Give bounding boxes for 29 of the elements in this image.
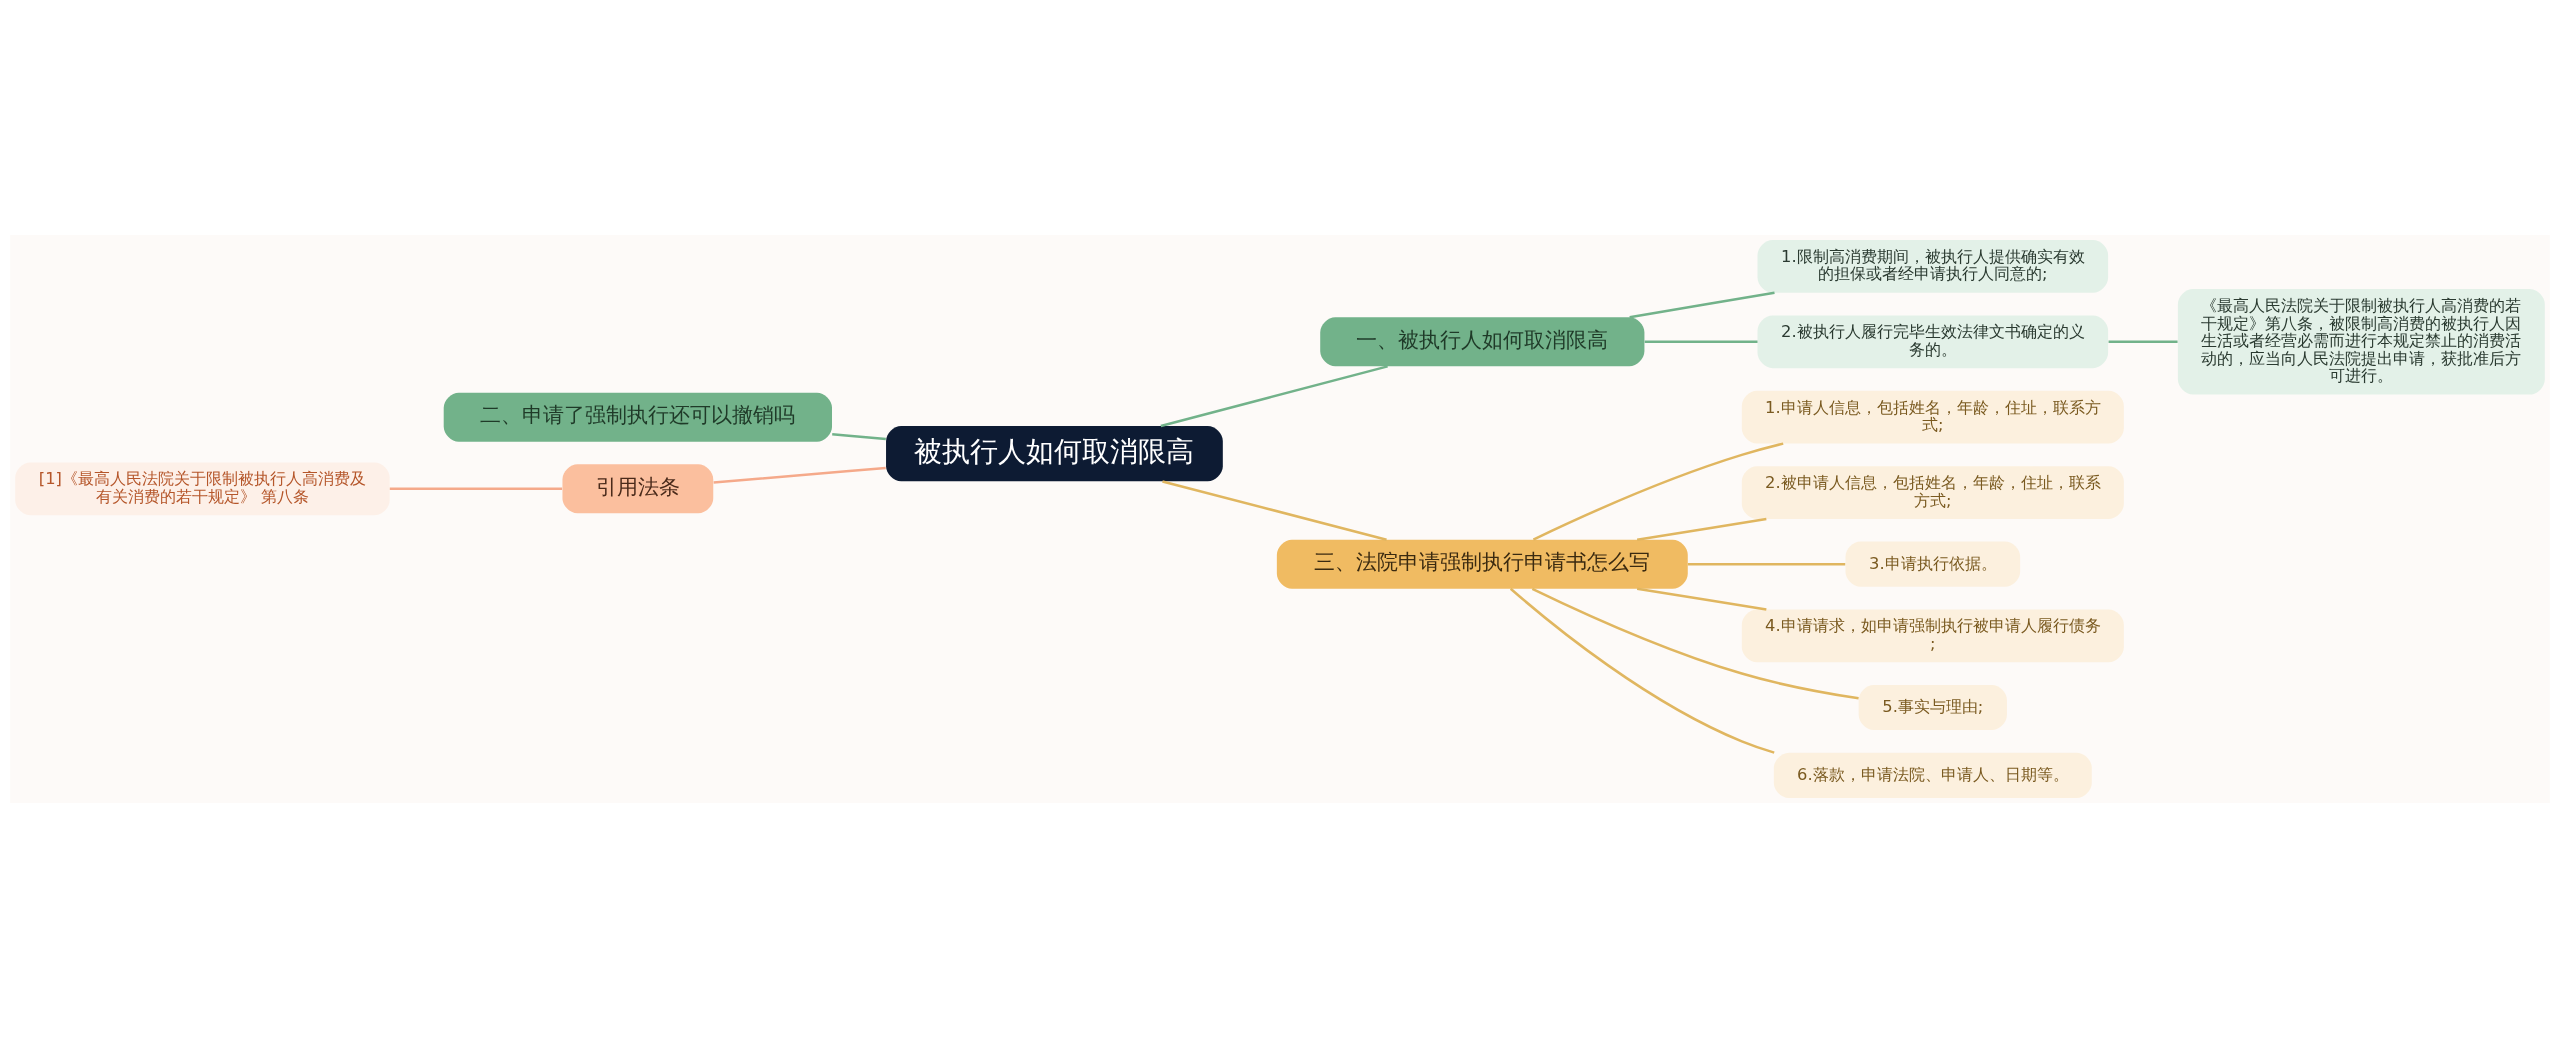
- node-box: 6.落款，申请法院、申请人、日期等。: [1773, 752, 2092, 798]
- connector: [1629, 291, 1775, 319]
- connector: [1532, 442, 1784, 541]
- node-box: 二、申请了强制执行还可以撤销吗: [443, 392, 832, 442]
- node-box: 《最高人民法院关于限制被执行人高消费的若干规定》第八条，被限制高消费的被执行人因生活或者经营必需而进行本规定禁止的消费活动的，应当向人民法院提出申请，获批准后方可进行。: [2177, 289, 2545, 395]
- node-box: 5.事实与理由;: [1858, 684, 2007, 731]
- node-box: 2.被申请人信息，包括姓名，年龄，住址，联系方式;: [1741, 466, 2124, 519]
- node-box: 1.申请人信息，包括姓名，年龄，住址，联系方式;: [1741, 390, 2124, 444]
- node-box: 引用法条: [562, 464, 714, 514]
- node-box: 2.被执行人履行完毕生效法律文书确定的义务的。: [1757, 315, 2109, 369]
- node-box: 3.申请执行依据。: [1845, 541, 2021, 587]
- connector: [832, 432, 886, 441]
- node-box: 4.申请请求，如申请强制执行被申请人履行债务;: [1741, 609, 2124, 663]
- connector: [1509, 587, 1775, 754]
- connector: [1644, 340, 1758, 344]
- connector: [1531, 587, 1859, 700]
- connector: [1636, 587, 1767, 611]
- connector: [2108, 340, 2178, 344]
- node-box: 被执行人如何取消限高: [886, 426, 1223, 482]
- node-box: 1.限制高消费期间，被执行人提供确实有效的担保或者经申请执行人同意的;: [1757, 240, 2109, 293]
- connector: [389, 487, 563, 491]
- node-box: [1]《最高人民法院关于限制被执行人高消费及有关消费的若干规定》 第八条: [15, 462, 390, 516]
- connector: [713, 466, 886, 484]
- node-box: 一、被执行人如何取消限高: [1320, 317, 1645, 367]
- node-box: 三、法院申请强制执行申请书怎么写: [1276, 539, 1688, 589]
- connector: [1687, 563, 1846, 566]
- connector: [1636, 517, 1767, 541]
- connector: [1162, 480, 1387, 541]
- connector: [1160, 365, 1388, 428]
